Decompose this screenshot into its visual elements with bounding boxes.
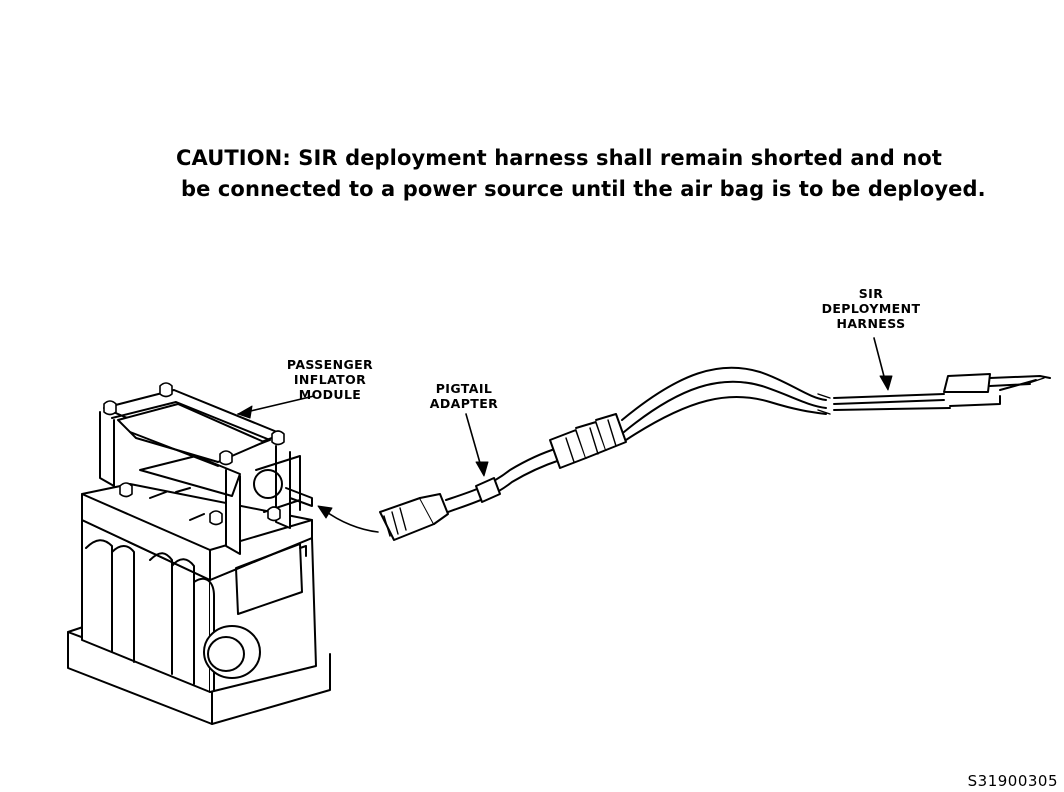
caution-line-2: be connected to a power source until the… [181, 177, 986, 201]
pigtail-adapter-drawing [379, 413, 627, 541]
sir-deployment-harness-label: SIR DEPLOYMENT HARNESS [821, 286, 921, 331]
figure-id: S31900305 [967, 772, 1058, 790]
sir-harness-drawing [621, 366, 1051, 441]
inflator-module-drawing [67, 382, 331, 725]
caution-note: CAUTION: SIR deployment harness shall re… [176, 143, 996, 205]
passenger-inflator-module-label: PASSENGER INFLATOR MODULE [286, 357, 374, 402]
pigtail-leader [465, 413, 483, 471]
caution-line-1: CAUTION: SIR deployment harness shall re… [176, 146, 942, 170]
pigtail-adapter-label: PIGTAIL ADAPTER [429, 381, 499, 411]
connect-arrow [323, 509, 379, 533]
